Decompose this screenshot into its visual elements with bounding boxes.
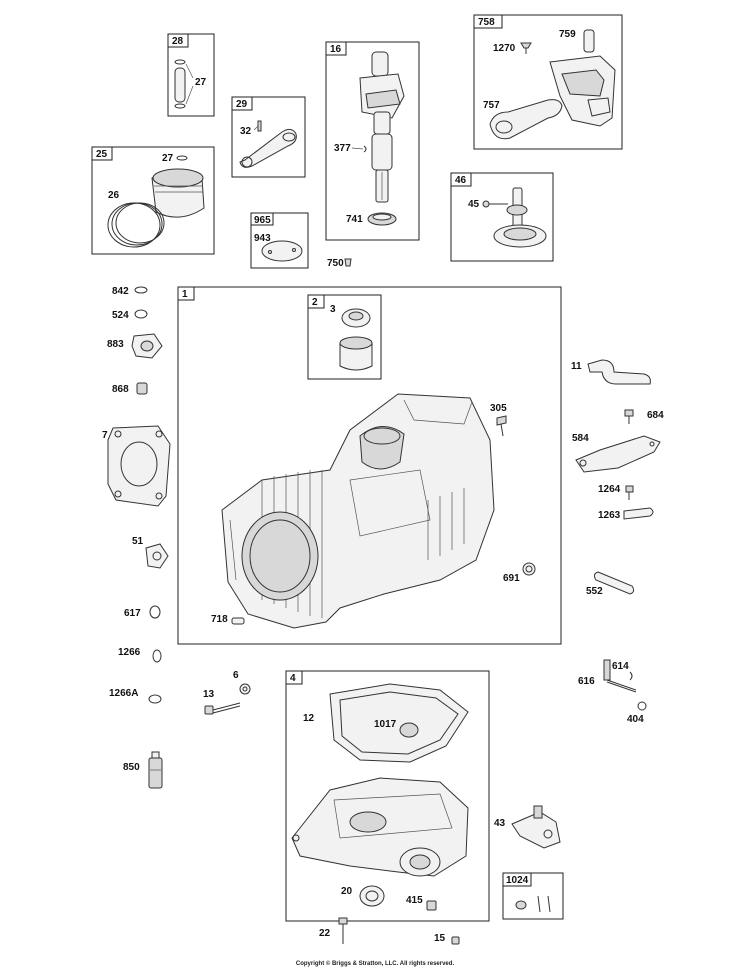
part-label-13-bolt: 13 [203,689,215,700]
part-label-26-rings: 26 [108,190,120,201]
sealant-tube-drawing [148,751,163,789]
group-box-965: 965 943 [250,212,309,269]
governor-assembly-drawing [511,805,561,849]
box-label-2: 2 [312,297,318,308]
cover-plate-drawing [575,435,661,473]
group-box-2: 2 3 [307,294,382,380]
crank-gear-drawing [367,212,397,226]
part-label-759-pin: 759 [559,29,576,40]
group-box-758: 758 1270 759 757 [473,14,623,150]
part-label-614-pin: 614 [612,661,629,672]
box-label-965: 965 [254,215,271,226]
camshaft-drawing [493,187,547,248]
part-label-1266-o-ring: 1266 [118,647,141,658]
crankcase-drawing [221,393,495,629]
part-label-3-seal: 3 [330,304,336,315]
part-label-6-washer: 6 [233,670,239,681]
copyright-notice: Copyright © Briggs & Stratton, LLC. All … [295,961,455,967]
part-label-404-washer: 404 [627,714,644,725]
box-label-25: 25 [96,149,108,160]
part-label-51-gasket: 51 [132,536,144,547]
part-label-22-bolt: 22 [319,928,331,939]
breather-cover-drawing [549,55,616,127]
part-label-45-pin: 45 [468,199,480,210]
box-label-28: 28 [172,36,184,47]
sump-drawing [291,777,469,877]
part-label-868-plug: 868 [112,384,129,395]
part-label-718-dowel: 718 [211,614,228,625]
group-box-29: 29 32 [231,96,306,178]
group-box-46: 46 45 [450,172,554,262]
group-box-1: 1 2 3 [177,286,562,645]
governor-shaft-drawing [603,659,637,693]
box-label-16: 16 [330,44,342,55]
part-label-741-gear: 741 [346,214,363,225]
part-label-20-seal: 20 [341,886,353,897]
part-label-377-key: 377 [334,143,351,154]
part-label-524-seal: 524 [112,310,129,321]
box-label-46: 46 [455,175,467,186]
part-label-1017-cap: 1017 [374,719,397,730]
part-label-842-ring: 842 [112,286,129,297]
group-box-4: 4 12 1017 20 415 [285,670,490,922]
part-label-305-bolt: 305 [490,403,507,414]
part-label-1270-screw: 1270 [493,43,516,54]
part-label-1263-clamp: 1263 [598,510,621,521]
box-label-758: 758 [478,17,495,28]
part-label-617-o-ring: 617 [124,608,141,619]
part-label-1264-screw: 1264 [598,484,621,495]
part-label-750-bolt: 750 [327,258,344,269]
part-label-1266a-o-ring: 1266A [109,688,138,699]
part-label-757-gasket: 757 [483,100,500,111]
part-label-32-rod-bolt: 32 [240,126,252,137]
piston-drawing [151,168,205,218]
part-label-7-head-gasket: 7 [102,430,108,441]
box-label-29: 29 [236,99,248,110]
part-label-43-governor: 43 [494,818,506,829]
piston-pin-drawing [174,59,186,109]
part-label-12-gasket: 12 [303,713,315,724]
crankshaft-drawing [359,51,405,203]
box-label-1: 1 [182,289,188,300]
part-label-943-plate: 943 [254,233,271,244]
group-box-28: 28 27 [167,33,215,117]
head-gasket-drawing [107,425,171,507]
part-label-27-pin-clip: 27 [195,77,207,88]
part-label-584-cover: 584 [572,433,589,444]
part-label-552-tube: 552 [586,586,603,597]
part-label-684-screw: 684 [647,410,664,421]
box-label-4: 4 [290,673,296,684]
part-label-15-bolt: 15 [434,933,446,944]
part-label-616-shaft: 616 [578,676,595,687]
group-box-16: 16 377 741 [325,41,420,241]
group-box-25: 25 27 26 [91,146,215,255]
part-label-415-plug: 415 [406,895,423,906]
part-label-27-clip: 27 [162,153,174,164]
part-label-850-sealant: 850 [123,762,140,773]
part-label-11-tube: 11 [571,361,582,372]
group-box-1024: 1024 [502,872,564,920]
part-label-691-seal: 691 [503,573,520,584]
box-label-1024: 1024 [506,875,529,886]
part-label-883-intake-adapter: 883 [107,339,124,350]
piston-rings-drawing [107,202,165,248]
